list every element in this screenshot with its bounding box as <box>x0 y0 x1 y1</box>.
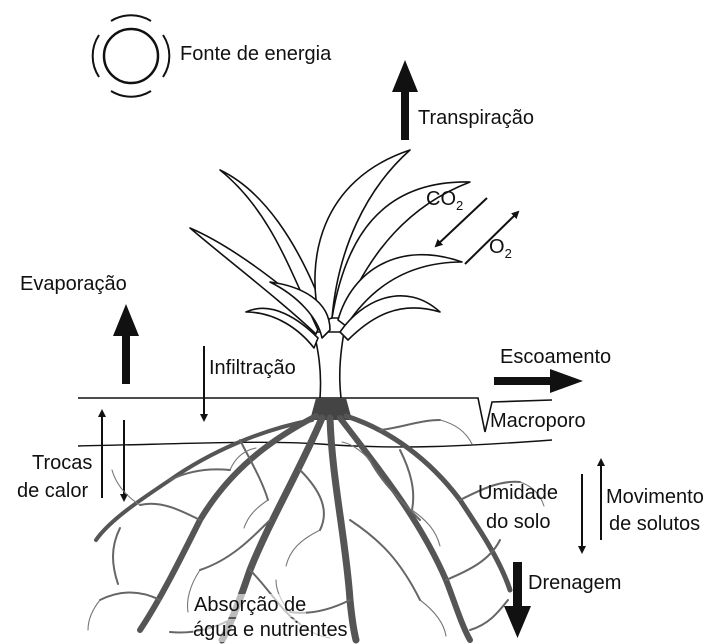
drainage-label: Drenagem <box>528 572 621 595</box>
co2-label: CO2 <box>426 188 463 214</box>
runoff-arrow <box>494 369 583 393</box>
o2-label: O2 <box>489 236 512 262</box>
evaporation-label: Evaporação <box>20 273 127 296</box>
soil-moisture-label-line1: Umidade <box>478 482 558 505</box>
solute-movement-label-line1: Movimento <box>606 486 704 509</box>
transpiration-label: Transpiração <box>418 107 534 130</box>
infiltration-label: Infiltração <box>209 357 296 380</box>
evaporation-arrow <box>113 304 139 384</box>
co2-subscript: 2 <box>456 198 463 213</box>
soil-moisture-label-line2: do solo <box>486 511 551 534</box>
macropore-label: Macroporo <box>490 410 586 433</box>
heat-exchange-label-line1: Trocas <box>32 452 92 475</box>
sun-icon <box>93 15 170 96</box>
o2-subscript: 2 <box>505 246 512 261</box>
o2-text: O <box>489 236 505 258</box>
roots-icon <box>88 416 544 640</box>
heat-exchange-label-line2: de calor <box>17 480 88 503</box>
absorption-label-line1: Absorção de <box>194 594 306 617</box>
energy-source-label: Fonte de energia <box>180 43 331 66</box>
solute-movement-label-line2: de solutos <box>609 513 700 536</box>
absorption-label-line2: água e nutrientes <box>193 619 348 642</box>
transpiration-arrow <box>392 60 418 140</box>
runoff-label: Escoamento <box>500 346 611 369</box>
co2-text: CO <box>426 188 456 210</box>
